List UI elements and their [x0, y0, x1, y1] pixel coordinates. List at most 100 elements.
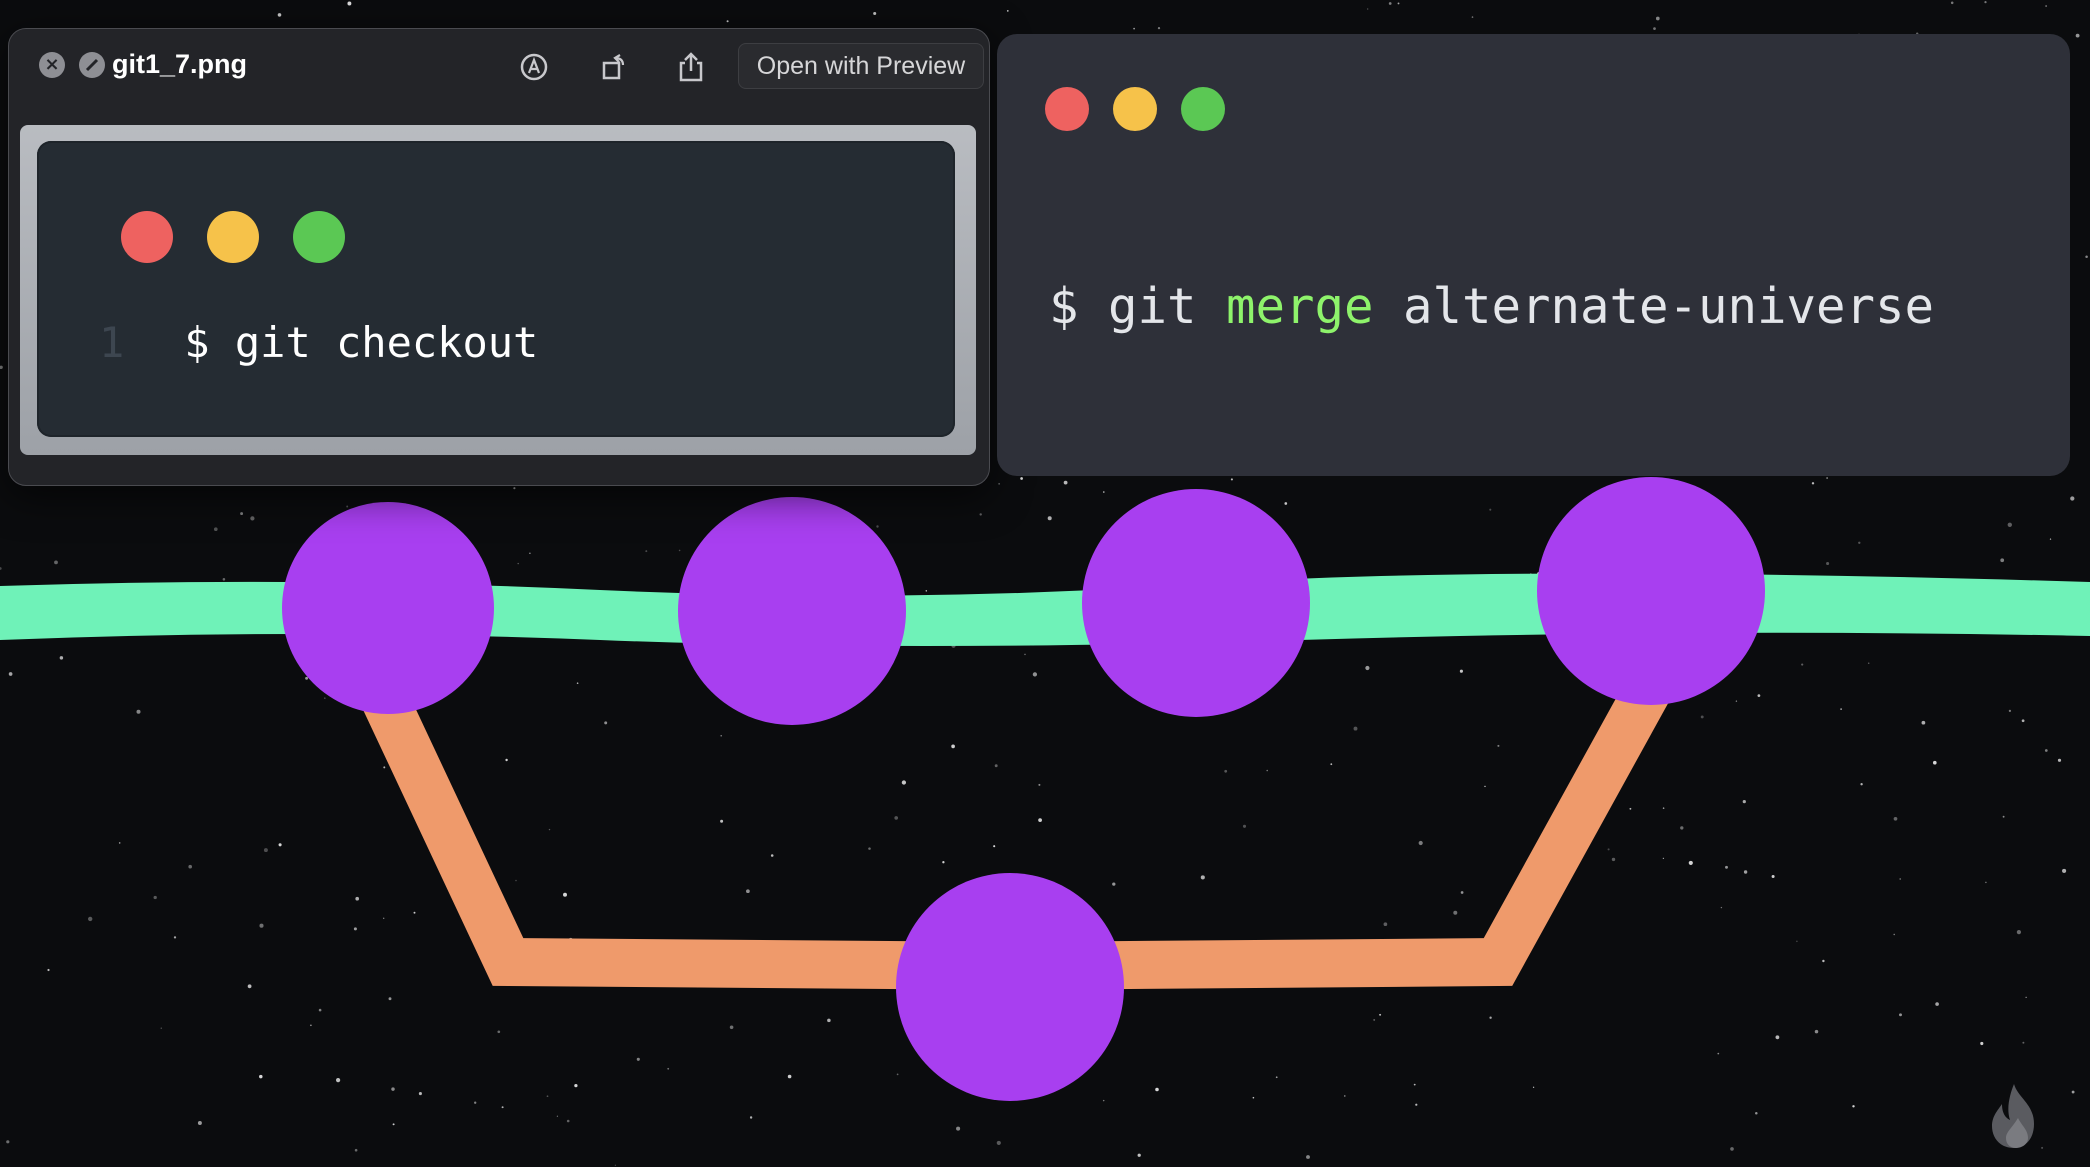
traffic-light-yellow	[207, 211, 259, 263]
star	[1980, 1041, 1984, 1046]
star	[1103, 491, 1105, 493]
star	[1330, 763, 1333, 766]
star	[636, 1057, 640, 1061]
star	[2041, 1146, 2044, 1149]
star	[6, 1140, 10, 1144]
code-snippet-image: 1 $ git checkout	[37, 141, 955, 437]
star	[667, 1067, 670, 1070]
star	[1230, 478, 1233, 481]
star	[1489, 1016, 1492, 1019]
traffic-light-green	[1181, 87, 1225, 131]
star	[59, 656, 64, 660]
star	[994, 764, 998, 768]
star	[1985, 881, 1987, 884]
close-icon[interactable]: ×	[39, 52, 65, 78]
star	[1379, 1013, 1382, 1016]
command-prompt: $ git	[1049, 278, 1227, 335]
star	[513, 487, 516, 490]
star	[418, 1092, 422, 1096]
star	[277, 13, 282, 17]
star	[1242, 824, 1247, 828]
star	[1867, 662, 1870, 665]
star	[247, 984, 252, 989]
star	[1743, 870, 1748, 874]
star	[1680, 826, 1684, 830]
star	[1024, 653, 1026, 656]
star	[729, 1025, 734, 1030]
star	[1935, 1002, 1939, 1006]
star	[259, 923, 264, 928]
star	[645, 550, 648, 553]
star	[188, 864, 192, 869]
star	[47, 968, 50, 972]
star	[383, 917, 385, 919]
star	[720, 734, 722, 737]
star	[894, 816, 899, 820]
star	[1730, 1147, 1734, 1151]
star	[474, 1101, 477, 1104]
fullscreen-icon[interactable]	[79, 52, 105, 78]
star	[546, 1095, 549, 1098]
star	[2002, 815, 2005, 818]
star	[1367, 8, 1369, 10]
star	[1811, 482, 1815, 485]
star	[413, 911, 416, 914]
star	[1607, 848, 1610, 851]
star	[88, 916, 93, 922]
star	[324, 697, 326, 699]
commit-node-feature	[896, 873, 1124, 1101]
star	[1415, 1103, 1418, 1106]
quicklook-titlebar: × git1_7.png Open with Preview	[9, 29, 989, 101]
star	[1629, 807, 1632, 810]
star	[1814, 1029, 1819, 1034]
star	[787, 1074, 792, 1079]
rotate-icon[interactable]	[594, 47, 634, 87]
star	[1655, 16, 1660, 21]
star	[336, 1078, 341, 1083]
star	[576, 682, 579, 685]
star	[1471, 16, 1474, 18]
star	[1840, 708, 1842, 710]
star	[925, 590, 928, 592]
star	[1032, 672, 1038, 677]
star	[353, 927, 357, 931]
star	[996, 1140, 1001, 1145]
star	[548, 828, 551, 831]
star	[1653, 27, 1656, 30]
star	[1893, 816, 1898, 821]
star	[1020, 477, 1023, 480]
share-icon[interactable]	[671, 47, 711, 87]
star	[1717, 1052, 1720, 1055]
star	[1200, 875, 1205, 880]
star	[1893, 933, 1895, 936]
star	[566, 1119, 570, 1123]
markup-icon[interactable]	[514, 47, 554, 87]
line-number: 1	[99, 318, 125, 367]
command-text: $ git checkout	[184, 318, 539, 367]
star	[1459, 669, 1463, 673]
star	[2008, 709, 2012, 713]
star	[2016, 930, 2021, 935]
open-with-preview-button[interactable]: Open with Preview	[738, 43, 984, 89]
star	[901, 780, 907, 785]
star	[505, 758, 508, 762]
star	[1755, 1111, 1758, 1115]
commit-node-2	[678, 497, 906, 725]
star	[1413, 1083, 1416, 1086]
star	[1984, 0, 1987, 4]
star	[876, 525, 879, 528]
code-line: 1 $ git checkout	[99, 318, 538, 367]
star	[1860, 783, 1863, 786]
star	[392, 1123, 395, 1126]
star	[1373, 1018, 1376, 1021]
command-keyword: merge	[1226, 278, 1374, 335]
star	[213, 527, 218, 532]
commit-node-1	[282, 502, 494, 714]
star	[614, 1164, 617, 1166]
star	[501, 1106, 504, 1109]
star	[1353, 726, 1358, 731]
star	[1112, 882, 1116, 886]
terminal-command: $ git merge alternate-universe	[1049, 278, 1934, 335]
commit-node-3	[1082, 489, 1310, 717]
star	[1397, 2, 1400, 5]
